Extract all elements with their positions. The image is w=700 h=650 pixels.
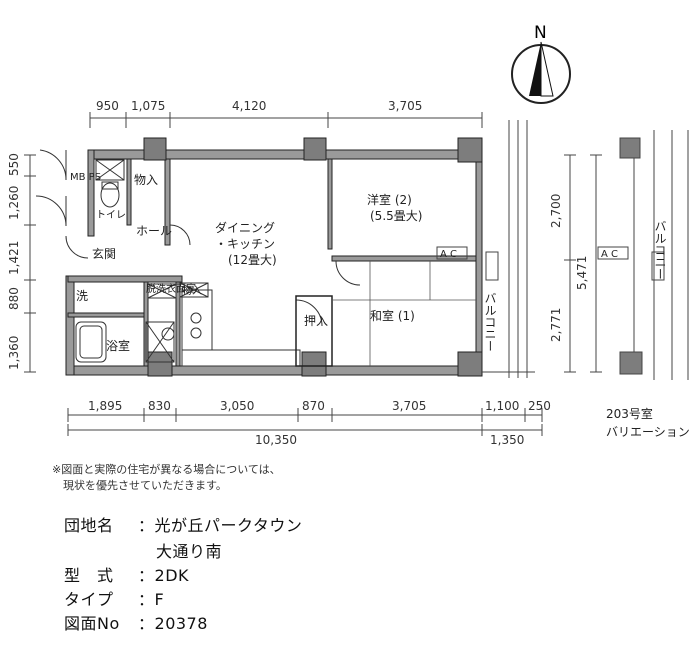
info-row-estate-2: 大通り南 <box>156 538 222 562</box>
entrance-label: 玄関 <box>92 246 116 261</box>
bottom-dimensions <box>67 408 543 436</box>
washroom-label: 脱洗衣面室 <box>146 282 196 295</box>
left-dimensions <box>24 154 36 373</box>
mbps-label: MB PS <box>70 172 101 183</box>
info-row-estate: 団地名：光が丘パークタウン <box>64 512 302 536</box>
ac-label: A C <box>440 249 457 260</box>
dim-right-1: 2,700 <box>549 194 563 228</box>
dim-top-3: 4,120 <box>232 99 266 113</box>
dim-left-4: 880 <box>7 287 21 310</box>
dim-left-5: 1,360 <box>7 336 21 370</box>
variation-balcony-label: バルコニー <box>653 220 667 280</box>
note-line-2: 現状を優先させていただきます。 <box>52 479 227 492</box>
info-label: 型 式 <box>64 566 114 585</box>
balcony-rails <box>436 120 535 378</box>
info-value: F <box>154 590 165 609</box>
right-dimensions <box>564 154 602 373</box>
variation-line1: 203号室 <box>606 406 653 421</box>
dim-bottom-6: 1,100 <box>485 399 519 413</box>
compass-label: N <box>534 23 547 43</box>
dim-left-1: 550 <box>7 153 21 176</box>
dim-top-4: 3,705 <box>388 99 422 113</box>
door-swings <box>35 149 361 327</box>
info-row-type: 型 式：2DK <box>64 562 189 586</box>
dim-bottom-1: 1,895 <box>88 399 122 413</box>
info-value: 大通り南 <box>156 542 223 561</box>
dim-bottom-5: 3,705 <box>392 399 426 413</box>
dim-top-2: 1,075 <box>131 99 165 113</box>
storage2-label: 物入 <box>182 284 202 297</box>
dk-label-2: ・キッチン <box>215 237 275 251</box>
dim-left-3: 1,421 <box>7 241 21 275</box>
dim-top-1: 950 <box>96 99 119 113</box>
washitsu-label: 和室 (1) <box>370 308 415 323</box>
variation-line2: バリエーション <box>606 425 690 439</box>
dim-left-2: 1,260 <box>7 186 21 220</box>
info-value: 20378 <box>154 614 208 633</box>
hall-label: ホール <box>136 224 172 238</box>
storage1-label: 物入 <box>134 173 158 187</box>
info-label: 図面No <box>64 614 120 633</box>
dim-bottom-3: 3,050 <box>220 399 254 413</box>
dim-total-balcony: 1,350 <box>490 433 524 447</box>
dim-right-2: 2,771 <box>549 308 563 342</box>
variation-plan <box>597 130 689 380</box>
yoshitsu-label: 洋室 (2) <box>367 192 412 207</box>
info-value: 2DK <box>154 566 190 585</box>
top-dimensions <box>89 112 483 128</box>
dim-right-total: 5,471 <box>575 256 589 290</box>
oshiire-box <box>295 295 333 367</box>
columns <box>143 137 483 377</box>
dk-label: ダイニング <box>215 220 275 235</box>
info-label: 団地名 <box>64 516 114 535</box>
info-row-kind: タイプ：F <box>64 586 164 610</box>
info-row-drawing-no: 図面No：20378 <box>64 610 208 634</box>
north-compass-icon: N <box>511 23 571 104</box>
note-line-1: ※図面と実際の住宅が異なる場合については、 <box>52 463 281 476</box>
dim-bottom-4: 870 <box>302 399 325 413</box>
yoshitsu-size: (5.5畳大) <box>370 209 422 223</box>
dim-bottom-2: 830 <box>148 399 171 413</box>
bath-label: 浴室 <box>106 338 130 353</box>
tatami-lines <box>332 261 476 366</box>
toilet-label: トイレ <box>96 210 126 221</box>
balcony-label: バルコニー <box>483 292 497 352</box>
dim-total-width: 10,350 <box>255 433 297 447</box>
dim-bottom-7: 250 <box>528 399 551 413</box>
oshiire-label: 押入 <box>304 314 328 328</box>
variation-ac-label: A C <box>601 249 618 260</box>
wash-label: 洗 <box>76 289 88 303</box>
dk-size: (12畳大) <box>228 253 277 267</box>
disclaimer-note: ※図面と実際の住宅が異なる場合については、 現状を優先させていただきます。 <box>52 462 281 494</box>
info-value: 光が丘パークタウン <box>154 516 303 535</box>
fixtures <box>75 159 301 367</box>
info-label: タイプ <box>64 590 114 609</box>
